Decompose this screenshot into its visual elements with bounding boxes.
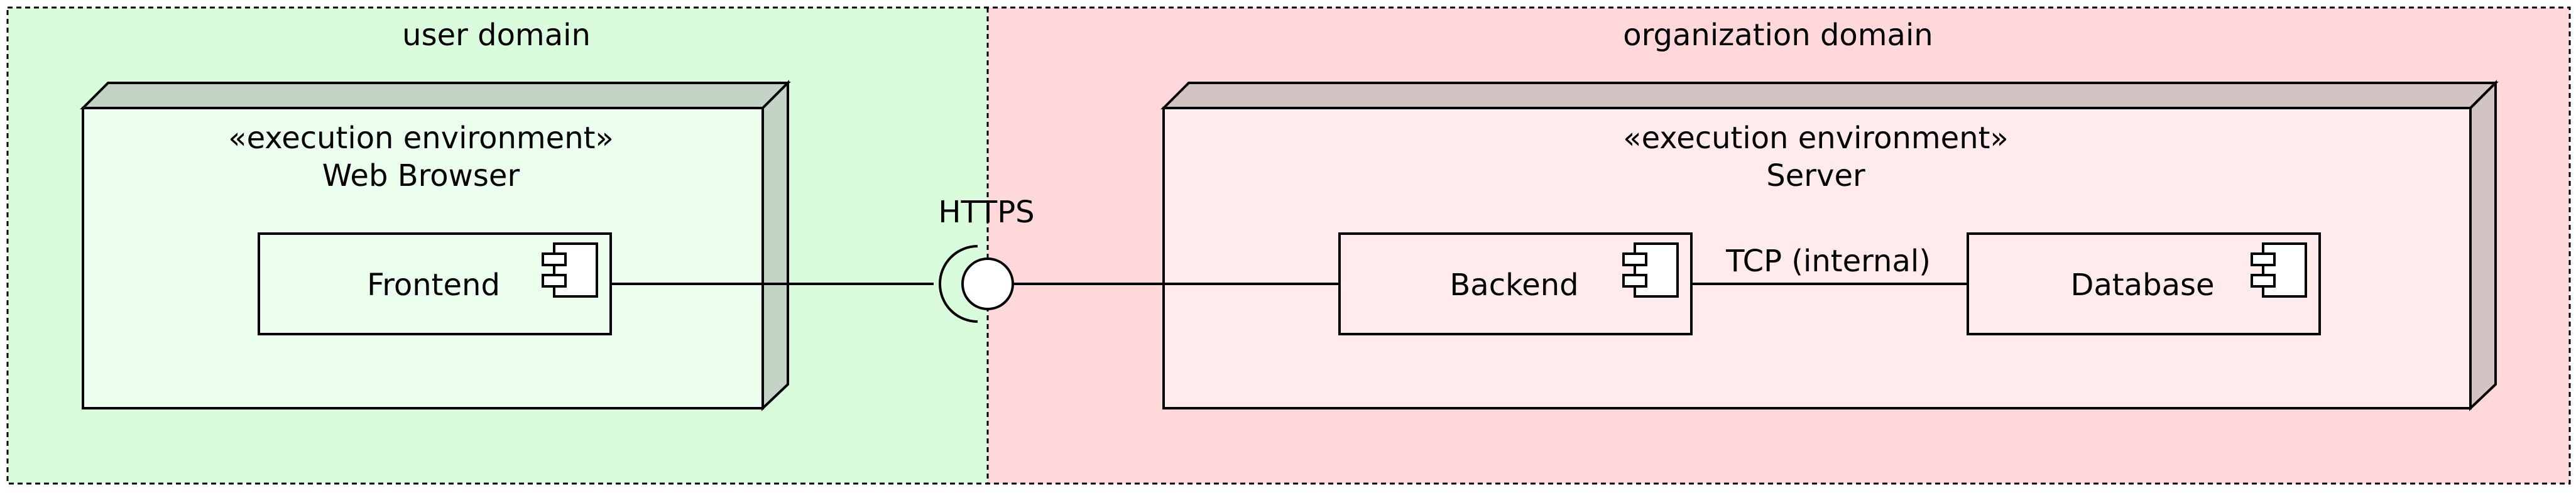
- server-stereotype: «execution environment»: [1623, 121, 2009, 156]
- database-label: Database: [2070, 268, 2214, 303]
- database-component[interactable]: Database: [1967, 232, 2321, 335]
- web-browser-name: Web Browser: [322, 158, 520, 193]
- component-icon: [1622, 242, 1679, 298]
- organization-domain-label: organization domain: [1623, 18, 1933, 53]
- web-browser-node-top: [80, 82, 791, 109]
- user-domain-label: user domain: [402, 18, 591, 53]
- server-name: Server: [1766, 158, 1865, 193]
- component-icon: [2251, 242, 2307, 298]
- tcp-label: TCP (internal): [1725, 244, 1931, 279]
- domain-boundary-outer: [6, 6, 2571, 485]
- https-ball: [961, 257, 1014, 310]
- server-node-top: [1160, 82, 2499, 109]
- web-browser-node-side: [761, 80, 789, 411]
- frontend-label: Frontend: [367, 268, 500, 303]
- backend-component[interactable]: Backend: [1338, 232, 1693, 335]
- web-browser-stereotype: «execution environment»: [228, 121, 614, 156]
- frontend-component[interactable]: Frontend: [258, 232, 612, 335]
- https-label: HTTPS: [938, 195, 1034, 230]
- backend-label: Backend: [1449, 268, 1578, 303]
- web-browser-node: «execution environment» Web Browser: [80, 80, 791, 411]
- component-icon: [542, 242, 598, 298]
- https-socket: [939, 245, 978, 323]
- server-node-side: [2469, 80, 2497, 411]
